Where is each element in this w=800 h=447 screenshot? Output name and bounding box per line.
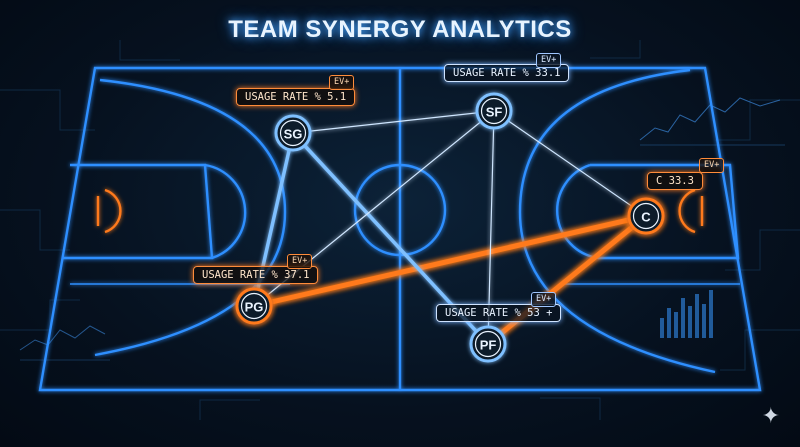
callout-pf: USAGE RATE % 53 + [436, 304, 562, 322]
badge-sg: EV+ [329, 75, 355, 90]
center-circle [353, 163, 447, 257]
player-node-pf[interactable]: PF [469, 325, 507, 363]
left-paint [62, 163, 214, 260]
connection-pf-c [485, 213, 649, 347]
node-inner-ring [240, 292, 268, 320]
circuit-background [0, 40, 800, 420]
side-bar-chart-right [660, 290, 713, 338]
badge-pf: EV+ [531, 292, 557, 307]
node-inner-ring [632, 202, 660, 230]
connection-pg-c [251, 213, 649, 309]
left-free-throw-arc [204, 163, 247, 260]
callout-sf: USAGE RATE % 33.1 [444, 64, 570, 82]
player-node-sg[interactable]: SG [274, 114, 312, 152]
page-title: TEAM SYNERGY ANALYTICS [228, 16, 572, 43]
player-node-pg[interactable]: PG [235, 287, 273, 325]
badge-pg: EV+ [287, 254, 313, 269]
player-node-sf[interactable]: SF [475, 92, 513, 130]
side-line-chart-left [19, 325, 110, 361]
node-label-sf: SF [486, 105, 503, 120]
left-restricted-arc [104, 188, 122, 234]
connection-sf-c [493, 110, 647, 217]
basketball-court [38, 66, 762, 392]
player-nodes: SG SF PG PF C [235, 92, 665, 363]
side-line-chart-right [639, 97, 785, 146]
right-free-throw-arc [555, 163, 599, 260]
right-paint [590, 163, 740, 260]
node-label-pf: PF [480, 338, 497, 353]
node-label-c: C [641, 210, 651, 225]
callout-sg: USAGE RATE % 5.1 [236, 88, 356, 106]
node-inner-ring [474, 330, 502, 358]
node-inner-ring [480, 97, 508, 125]
sparkle-icon: ✦ [761, 404, 780, 429]
callout-pg: USAGE RATE % 37.1 [193, 266, 319, 284]
badge-sf: EV+ [536, 53, 562, 68]
badge-c: EV+ [699, 158, 725, 173]
node-label-sg: SG [284, 127, 303, 142]
right-restricted-arc [678, 188, 696, 234]
right-three-point-arc [518, 68, 716, 374]
connection-sg-sf [292, 110, 495, 134]
node-inner-ring [279, 119, 307, 147]
callout-c: C 33.3 [647, 172, 703, 190]
player-node-c[interactable]: C [627, 197, 665, 235]
left-three-point-arc [94, 78, 287, 357]
node-label-pg: PG [245, 300, 264, 315]
